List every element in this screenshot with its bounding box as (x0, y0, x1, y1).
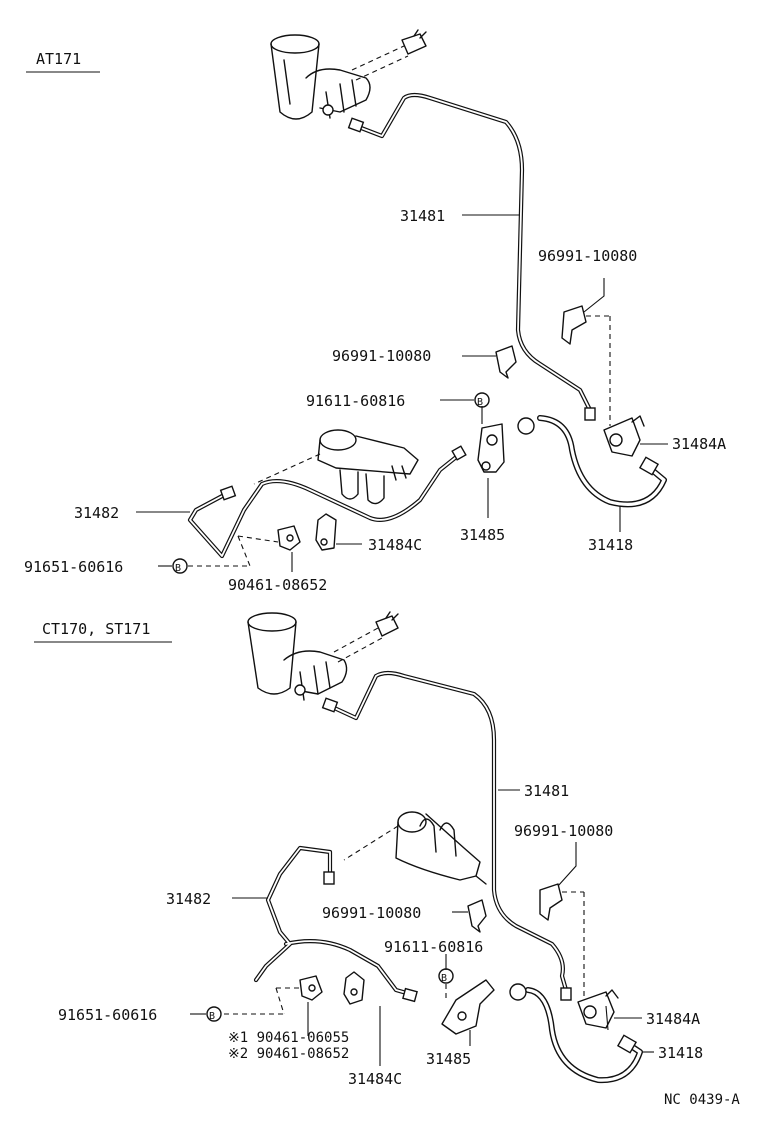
master-cylinder (270, 29, 427, 120)
clip-mid (467, 899, 487, 933)
pipe-31482 (187, 445, 467, 559)
bracket-31485: B (474, 392, 505, 473)
label-31484a: 31484A (646, 1010, 700, 1028)
pipe-31481 (347, 92, 596, 421)
label-31481: 31481 (524, 782, 569, 800)
ref-marker-b-lower-text: B (209, 1011, 215, 1022)
ref-marker-b-upper-text: B (441, 973, 447, 984)
label-91611: 91611-60816 (306, 392, 405, 410)
label-90461: 90461-08652 (228, 576, 327, 594)
master-cylinder (247, 611, 399, 701)
label-96991-mid: 96991-10080 (322, 904, 421, 922)
slave-cylinder (253, 429, 419, 505)
label-31481: 31481 (400, 207, 445, 225)
section-at171: AT171 (24, 29, 726, 594)
bracket-31484a (577, 989, 619, 1031)
section-ct170-st171: CT170, ST171 (34, 611, 703, 1088)
label-31484c: 31484C (348, 1070, 402, 1088)
model-title: AT171 (36, 50, 81, 68)
label-96991-mid: 96991-10080 (332, 347, 431, 365)
label-31484c: 31484C (368, 536, 422, 554)
ref-marker-b-lower-text: B (175, 563, 181, 574)
label-31482: 31482 (166, 890, 211, 908)
label-91651: 91651-60616 (58, 1006, 157, 1024)
pipe-31481 (321, 670, 572, 1001)
label-31485: 31485 (460, 526, 505, 544)
label-90461-star1: ※1 90461-06055 (228, 1030, 349, 1046)
model-title: CT170, ST171 (42, 620, 150, 638)
label-31484a: 31484A (672, 435, 726, 453)
bracket-31484c (343, 971, 365, 1005)
label-31418: 31418 (658, 1044, 703, 1062)
hose-31418 (517, 415, 667, 508)
label-31418: 31418 (588, 536, 633, 554)
clip-star (299, 975, 323, 1001)
bracket-31485: B (438, 954, 495, 1035)
pipe-31482 (253, 845, 418, 1003)
figure-code: NC 0439-A (664, 1092, 740, 1108)
label-31485: 31485 (426, 1050, 471, 1068)
clip-right (539, 883, 585, 1000)
bracket-31484a (603, 415, 645, 457)
label-91611: 91611-60816 (384, 938, 483, 956)
label-96991-right: 96991-10080 (514, 822, 613, 840)
clip-right (561, 305, 611, 426)
ref-marker-b-lower (206, 1006, 222, 1022)
clip-mid (495, 345, 517, 379)
label-90461-star2: ※2 90461-08652 (228, 1046, 349, 1062)
hose-31418 (509, 983, 643, 1084)
slave-cylinder (343, 811, 487, 885)
label-96991-right: 96991-10080 (538, 247, 637, 265)
ref-marker-b-lower (172, 558, 188, 574)
ref-marker-b-upper (474, 392, 490, 408)
label-31482: 31482 (74, 504, 119, 522)
label-91651: 91651-60616 (24, 558, 123, 576)
ref-marker-b-upper (438, 968, 454, 984)
ref-marker-b-upper-text: B (477, 397, 483, 408)
bracket-31484c (315, 513, 337, 551)
clip-bottom (277, 525, 301, 551)
